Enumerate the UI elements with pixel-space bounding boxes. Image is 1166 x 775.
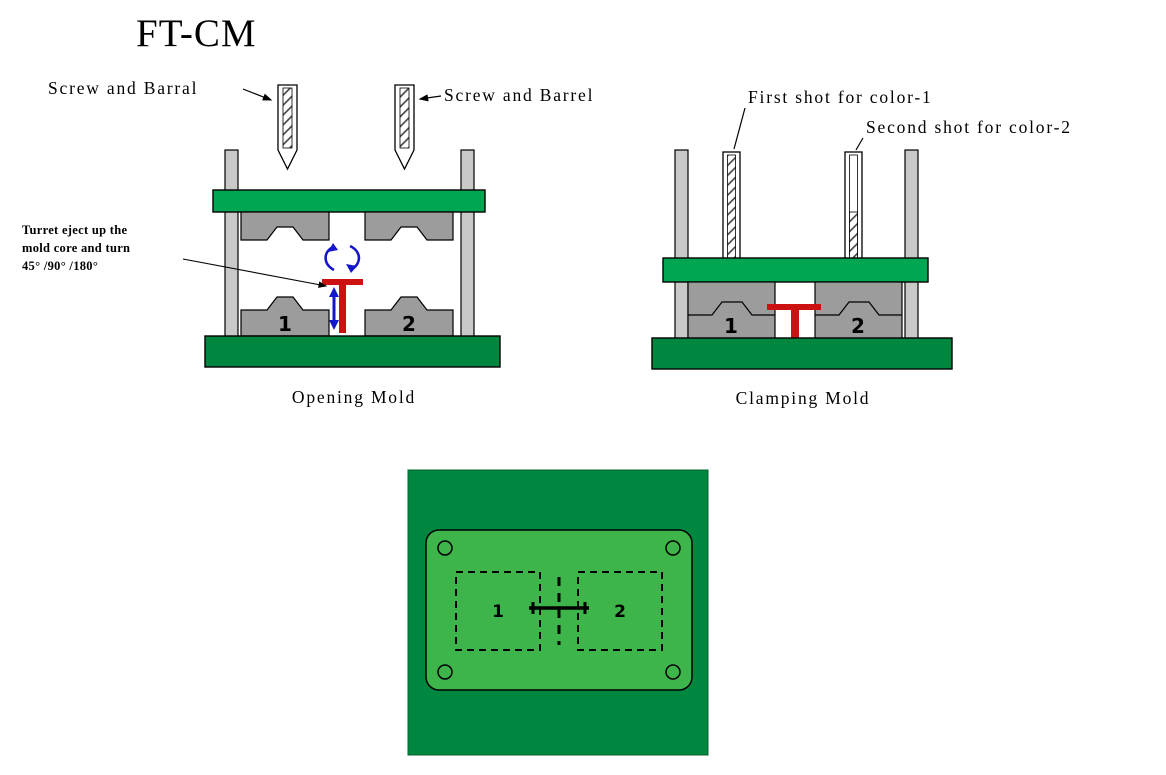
leader-line-right-screw: [418, 94, 442, 102]
label-second-shot: Second shot for color-2: [866, 117, 1072, 137]
opening-mold-diagram: 1 2 Screw and Barral Screw and Barrel Tu…: [22, 78, 594, 407]
caption-opening-mold: Opening Mold: [292, 387, 416, 407]
center-axis-mark: [529, 577, 589, 645]
closed-mold-block-left: [687, 281, 776, 341]
lower-mold-core-right: [364, 296, 454, 337]
screw-hatch: [727, 154, 736, 259]
screw-hatch-partial: [849, 211, 858, 259]
tie-bar-left: [224, 149, 239, 341]
rotate-arrowhead-left: [328, 243, 338, 252]
turret-stem: [791, 304, 799, 340]
tie-bar-right: [460, 149, 475, 341]
closed-mold-block-right: [814, 281, 903, 341]
page-title: FT-CM: [136, 12, 257, 55]
turret-note-line2: mold core and turn: [22, 241, 130, 255]
rotation-arrows-icon: [324, 243, 361, 273]
down-arrowhead: [329, 320, 339, 330]
cavity-number-1: 1: [492, 602, 504, 622]
upper-mold-core-left: [240, 211, 330, 241]
tie-bar-left: [674, 149, 689, 343]
screw-barrel-left-icon: [277, 84, 298, 171]
cavity-number-2: 2: [402, 312, 416, 336]
cavity-outline-1: [455, 571, 541, 651]
first-shot-barrel-icon: [722, 151, 741, 260]
bottom-base-plate: [651, 337, 953, 370]
bolt-hole: [437, 540, 453, 556]
turret-stem: [339, 279, 346, 333]
up-arrowhead: [329, 287, 339, 297]
eject-updown-arrow-icon: [329, 287, 339, 330]
turret-note: Turret eject up the mold core and turn 4…: [22, 223, 328, 288]
tie-bar-right: [904, 149, 919, 343]
turret-note-line3: 45° /90° /180°: [22, 259, 98, 273]
leader-line-first-shot: [733, 107, 746, 150]
second-shot-barrel-icon: [844, 151, 863, 260]
parting-line-left: [688, 301, 775, 316]
lower-mold-core-left: [240, 296, 330, 337]
rotate-arrowhead-right: [346, 264, 357, 273]
cavity-number-1: 1: [278, 312, 292, 336]
cavity-outline-2: [577, 571, 663, 651]
cavity-number-2: 2: [614, 602, 626, 622]
screw-barrel-right-icon: [394, 84, 415, 171]
label-first-shot: First shot for color-1: [748, 87, 933, 107]
label-screw-and-barral: Screw and Barral: [48, 78, 198, 98]
bolt-hole: [665, 664, 681, 680]
cavity-number-2: 2: [851, 314, 865, 338]
upper-mold-core-right: [364, 211, 454, 241]
turret-ejector: [322, 279, 363, 333]
bottom-base-plate: [204, 335, 501, 368]
rotary-plate-plan-view: 1 2: [407, 469, 709, 756]
cavity-number-1: 1: [724, 314, 738, 338]
screw-hatch: [399, 87, 410, 149]
bolt-hole: [665, 540, 681, 556]
turret-ejector: [767, 304, 821, 340]
top-platen: [212, 189, 486, 213]
turret-note-line1: Turret eject up the: [22, 223, 127, 237]
leader-line-second-shot: [855, 137, 864, 151]
top-platen: [662, 257, 929, 283]
bolt-hole: [437, 664, 453, 680]
clamping-mold-diagram: 1 2 First shot for color-1 Second shot f…: [651, 87, 1072, 408]
leader-line-turret-note: [182, 258, 328, 288]
parting-line-right: [815, 301, 902, 316]
screw-hatch: [282, 87, 293, 149]
label-screw-and-barrel: Screw and Barrel: [444, 85, 594, 105]
caption-clamping-mold: Clamping Mold: [736, 388, 871, 408]
leader-line-left-screw: [242, 88, 273, 101]
